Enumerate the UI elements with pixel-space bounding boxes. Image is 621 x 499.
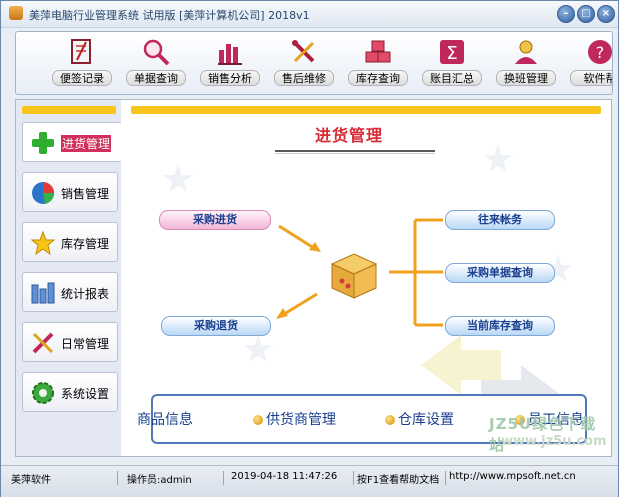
sidebar-accent-bar [22,106,116,114]
watermark-text: JZ5U绿色下载站 [489,415,597,454]
toolbar-button-repair[interactable]: 售后维修 [274,36,334,90]
page-title: 进货管理 [315,126,384,145]
main-toolbar: 便签记录 单据查询 销售分析 售后维修 库存查询 [15,31,613,95]
toolbar-label: 售后维修 [274,70,334,86]
sidebar-item-label: 系统设置 [61,387,110,401]
toolbar-button-notes[interactable]: 便签记录 [52,36,112,90]
sidebar-item-label: 销售管理 [61,187,110,201]
supplier-management-label: 供货商管理 [266,412,336,428]
toolbar-label: 便签记录 [52,70,112,86]
toolbar-button-sales-analysis[interactable]: 销售分析 [200,36,260,90]
flow-connectors [276,218,443,327]
employee-info-label: 员工信息 [528,412,584,428]
star-icon [30,230,56,256]
sidebar-item-daily[interactable]: 日常管理 [22,322,118,362]
status-operator: 操作员:admin [127,471,224,486]
sidebar-item-label: 统计报表 [61,287,110,301]
toolbar-label: 销售分析 [200,70,260,86]
toolbar-label: 软件帮 [570,70,612,86]
magnifier-icon [142,38,170,66]
sidebar-item-label: 进货管理 [61,135,112,152]
current-stock-query-button[interactable]: 当前库存查询 [445,316,555,336]
status-website: http://www.mpsoft.net.cn [449,471,576,482]
main-accent-bar [131,106,601,114]
status-bar: 美萍软件 操作员:admin 2019-04-18 11:47:26 按F1查看… [1,465,618,497]
svg-text:?: ? [596,43,605,62]
tools-icon [31,331,55,355]
sigma-icon: Σ [438,38,466,66]
employee-info-link[interactable]: 员工信息 [515,409,584,429]
window-title: 美萍电脑行业管理系统 试用版 [美萍计算机公司] 2018v1 [29,9,310,22]
product-info-link[interactable]: 商品信息 [137,412,193,428]
toolbar-label: 账目汇总 [422,70,482,86]
basic-info-panel: 商品信息 供货商管理 仓库设置 员工信息 [137,394,587,444]
bar-chart-icon [216,38,244,66]
close-button[interactable]: × [597,5,615,23]
warehouse-settings-label: 仓库设置 [398,412,454,428]
person-icon [512,38,540,66]
toolbar-label: 库存查询 [348,70,408,86]
svg-text:Σ: Σ [446,43,457,64]
gear-icon [31,381,55,405]
toolbar-button-documents[interactable]: 单据查询 [126,36,186,90]
plus-icon [31,131,55,155]
package-icon [328,248,380,300]
purchase-return-button[interactable]: 采购退货 [161,316,271,336]
status-help: 按F1查看帮助文档 [357,471,446,486]
sidebar-item-label: 库存管理 [61,237,110,251]
chart-columns-icon [31,281,55,305]
wrench-icon [290,38,318,66]
bullet-icon [253,415,263,425]
supplier-management-link[interactable]: 供货商管理 [253,409,336,429]
status-company: 美萍软件 [11,471,118,486]
toolbar-label: 单据查询 [126,70,186,86]
title-bar[interactable]: 美萍电脑行业管理系统 试用版 [美萍计算机公司] 2018v1 – □ × [1,1,618,28]
purchase-in-button[interactable]: 采购进货 [159,210,271,230]
toolbar-button-accounts[interactable]: Σ 账目汇总 [422,36,482,90]
bullet-icon [515,415,525,425]
purchase-docs-query-button[interactable]: 采购单据查询 [445,263,555,283]
toolbar-button-shift[interactable]: 换班管理 [496,36,556,90]
main-panel: ★ ★ ★ ★ 进货管理 采购进货 采购退货 [121,99,612,457]
sidebar: 进货管理 销售管理 库存管理 统计报表 日常管理 [15,99,123,457]
note-icon [68,38,96,66]
app-icon [9,6,23,20]
help-icon: ? [586,38,612,66]
minimize-button[interactable]: – [557,5,575,23]
sidebar-item-inventory[interactable]: 库存管理 [22,222,118,262]
sidebar-item-label: 日常管理 [61,337,110,351]
watermark-url: www.jz5u.com [501,434,607,449]
status-datetime: 2019-04-18 11:47:26 [231,471,354,485]
sidebar-item-reports[interactable]: 统计报表 [22,272,118,312]
toolbar-button-help[interactable]: ? 软件帮 [570,36,612,90]
sidebar-item-settings[interactable]: 系统设置 [22,372,118,412]
boxes-icon [364,38,392,66]
toolbar-label: 换班管理 [496,70,556,86]
sidebar-item-purchase[interactable]: 进货管理 [22,122,122,162]
warehouse-settings-link[interactable]: 仓库设置 [385,409,454,429]
accounts-ledger-button[interactable]: 往来帐务 [445,210,555,230]
bullet-icon [385,415,395,425]
toolbar-button-stock-query[interactable]: 库存查询 [348,36,408,90]
title-underline-shadow [275,153,435,154]
sidebar-item-sales[interactable]: 销售管理 [22,172,118,212]
title-underline [275,150,435,152]
pie-chart-icon [31,181,55,205]
maximize-button[interactable]: □ [577,5,595,23]
